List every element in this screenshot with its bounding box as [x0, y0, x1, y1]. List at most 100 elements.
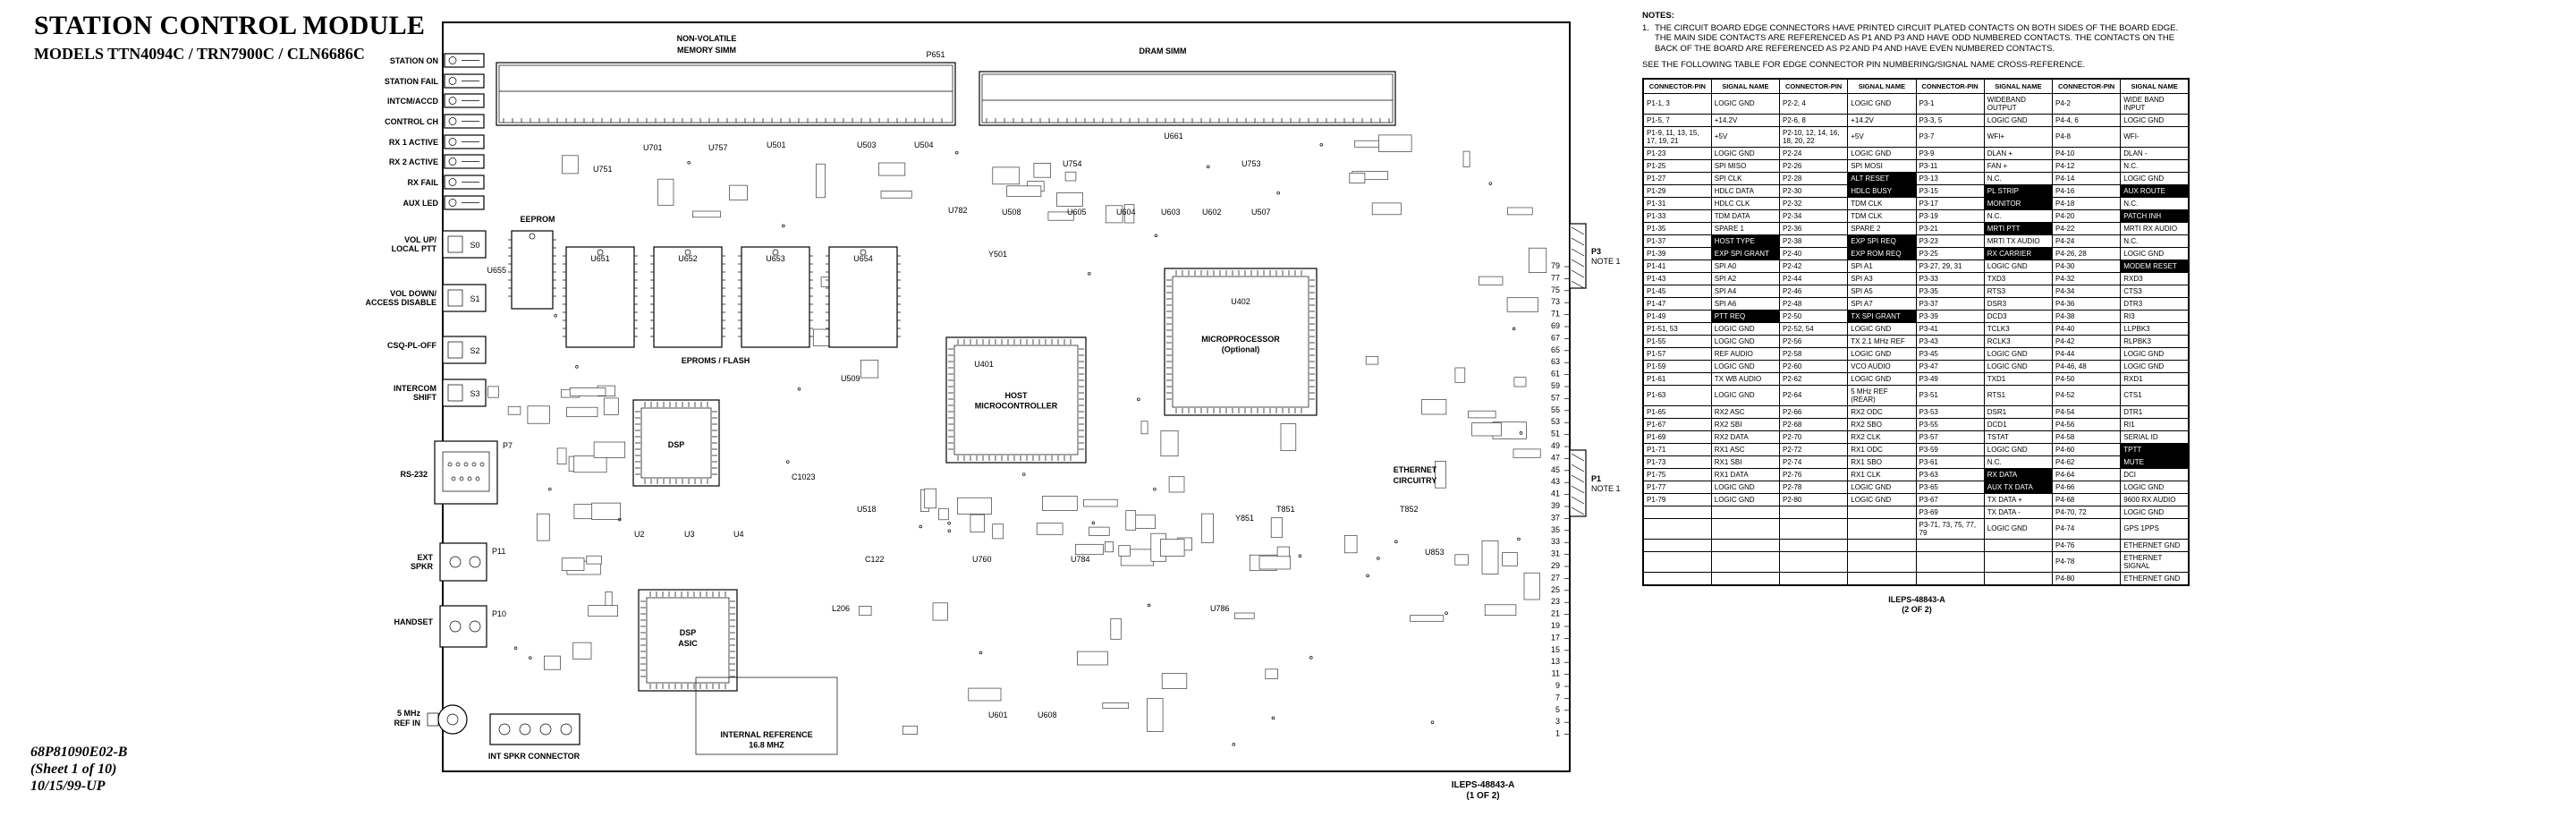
connector-pin-cell: P1-57 — [1642, 346, 1712, 361]
svg-text:U754: U754 — [1063, 159, 1082, 168]
svg-text:U603: U603 — [1161, 208, 1181, 217]
signal-name-cell: DSR3 — [1983, 296, 2054, 311]
signal-name-cell: TDM CLK — [1847, 196, 1917, 210]
connector-pin-cell: P3-33 — [1915, 271, 1985, 285]
signal-name-cell: SPI A7 — [1847, 296, 1917, 311]
signal-name-cell: N.C. — [1983, 171, 2054, 185]
connector-pin-cell: P3-57 — [1915, 430, 1985, 444]
signal-name-cell: MRTI PTT — [1983, 221, 2054, 235]
table-header-cell: SIGNAL NAME — [1710, 78, 1781, 94]
svg-text:DSP: DSP — [668, 440, 685, 449]
svg-text:61: 61 — [1551, 370, 1560, 379]
signal-name-cell: TPTT — [2120, 442, 2190, 456]
connector-pin-cell: P1-33 — [1642, 208, 1712, 223]
connector-pin-cell: P2-6, 8 — [1778, 113, 1849, 127]
connector-pin-cell: P4-74 — [2051, 517, 2122, 540]
connector-pin-cell — [1915, 538, 1985, 552]
table-header-cell: SIGNAL NAME — [1847, 78, 1917, 94]
svg-text:31: 31 — [1551, 549, 1560, 558]
connector-pin-cell: P2-62 — [1778, 371, 1849, 386]
signal-name-cell: ETHERNET GND — [2120, 538, 2190, 552]
connector-pin-cell: P4-46, 48 — [2051, 359, 2122, 373]
connector-pin-cell — [1642, 517, 1712, 540]
svg-text:15: 15 — [1551, 645, 1560, 654]
connector-pin-cell: P1-77 — [1642, 480, 1712, 494]
signal-name-cell: SPI MISO — [1710, 158, 1781, 173]
svg-text:53: 53 — [1551, 417, 1560, 426]
led-indicator: STATION FAIL — [385, 73, 485, 89]
connector-pin-cell: P3-47 — [1915, 359, 1985, 373]
signal-name-cell: SPI CLK — [1710, 171, 1781, 185]
svg-text:VOL UP/: VOL UP/ — [404, 235, 436, 244]
svg-text:STATION FAIL: STATION FAIL — [385, 77, 439, 86]
signal-name-cell: WFI+ — [1983, 125, 2054, 148]
svg-text:VOL DOWN/: VOL DOWN/ — [390, 289, 436, 298]
signal-name-cell: SPI A5 — [1847, 284, 1917, 298]
signal-name-cell: REF AUDIO — [1710, 346, 1781, 361]
signal-name-cell: SERIAL ID — [2120, 430, 2190, 444]
svg-text:17: 17 — [1551, 633, 1560, 642]
svg-text:U3: U3 — [684, 530, 695, 539]
connector-pin-cell: P2-38 — [1778, 234, 1849, 248]
connector-pin-cell: P3-23 — [1915, 234, 1985, 248]
signal-name-cell: RX2 DATA — [1710, 430, 1781, 444]
signal-name-cell: LOGIC GND — [1710, 359, 1781, 373]
connector-pin-cell — [1778, 517, 1849, 540]
svg-text:S3: S3 — [470, 389, 479, 398]
connector-pin-cell: P1-47 — [1642, 296, 1712, 311]
connector-pin-cell: P3-17 — [1915, 196, 1985, 210]
svg-text:S2: S2 — [470, 346, 479, 355]
signal-name-cell: FAN + — [1983, 158, 2054, 173]
signal-name-cell: LOGIC GND — [1847, 92, 1917, 115]
connector-pin-cell: P2-42 — [1778, 259, 1849, 273]
signal-name-cell: N.C. — [2120, 196, 2190, 210]
svg-text:MICROCONTROLLER: MICROCONTROLLER — [975, 402, 1058, 411]
svg-text:63: 63 — [1551, 357, 1560, 366]
signal-name-cell: LOGIC GND — [2120, 246, 2190, 260]
signal-name-cell: LOGIC GND — [1710, 480, 1781, 494]
connector-pin-cell: P4-42 — [2051, 334, 2122, 348]
svg-text:29: 29 — [1551, 561, 1560, 570]
svg-text:9: 9 — [1555, 681, 1560, 690]
connector-pin-cell: P3-63 — [1915, 467, 1985, 481]
connector-pin-cell: P2-72 — [1778, 442, 1849, 456]
signal-name-cell: MONITOR — [1983, 196, 2054, 210]
signal-name-cell: VCO AUDIO — [1847, 359, 1917, 373]
signal-name-cell: LOGIC GND — [1710, 321, 1781, 336]
connector-pin-cell: P4-8 — [2051, 125, 2122, 148]
signal-name-cell: LOGIC GND — [2120, 359, 2190, 373]
signal-name-cell: TX SPI GRANT — [1847, 309, 1917, 323]
signal-name-cell: RX DATA — [1983, 467, 2054, 481]
doc-date: 10/15/99-UP — [30, 779, 106, 794]
table-caption: ILEPS-48843-A (2 OF 2) — [1642, 595, 2191, 615]
connector-pin-cell — [1642, 538, 1712, 552]
signal-name-cell — [1710, 538, 1781, 552]
connector-pin-cell: P3-51 — [1915, 384, 1985, 406]
svg-text:DRAM SIMM: DRAM SIMM — [1140, 47, 1187, 55]
svg-text:16.8 MHZ: 16.8 MHZ — [749, 741, 784, 750]
connector-pin-cell: P4-4, 6 — [2051, 113, 2122, 127]
signal-name-cell: TX 2.1 MHz REF — [1847, 334, 1917, 348]
svg-text:ASIC: ASIC — [678, 639, 698, 648]
connector-pin-cell: P4-26, 28 — [2051, 246, 2122, 260]
table-header-cell: CONNECTOR-PIN — [2051, 78, 2122, 94]
signal-name-cell: EXP SPI REQ — [1847, 234, 1917, 248]
svg-text:HOST: HOST — [1004, 391, 1028, 400]
signal-name-cell — [1847, 550, 1917, 573]
doc-number: 68P81090E02-B — [30, 745, 128, 760]
connector-pin-cell: P4-56 — [2051, 417, 2122, 431]
